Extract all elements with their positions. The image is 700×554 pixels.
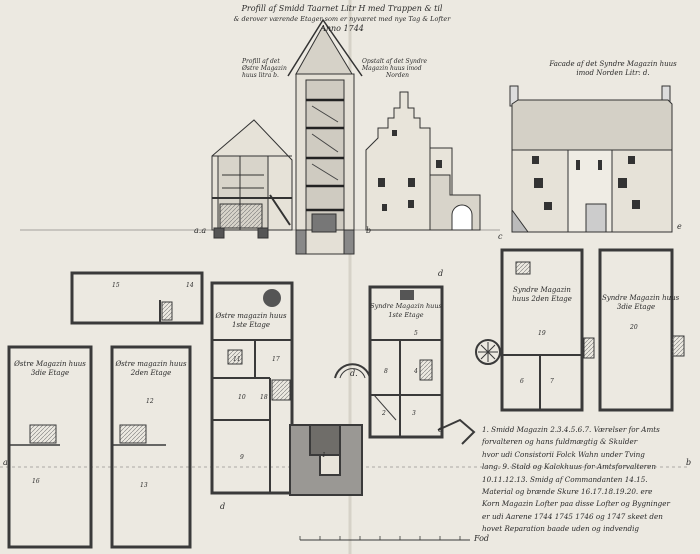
label-oster-3: Østre Magazin huus 3die Etage [14,360,86,378]
room-number: 14 [186,282,194,289]
label-profil-oster: Profill af det Østre Magazin huus litra … [242,58,287,79]
room-number: 12 [146,398,154,405]
room-number: 4 [414,368,418,375]
label-line: Syndre Magazin huus [370,302,442,310]
label-facade: Facade af det Syndre Magazin huus imod N… [538,60,688,78]
label-line: Østre Magazin [242,65,287,72]
room-number: 9 [240,454,244,461]
room-number: 6 [520,378,524,385]
label-line: 1ste Etage [232,321,270,329]
room-number: 2 [382,410,386,417]
room-number: 10 [238,394,246,401]
legend-line: hvor udi Consistorii Folck Wahn under Tv… [482,449,645,459]
label-opstalt-sondre: Opstalt af det Syndre Magazin huus imod … [362,58,427,79]
label-line: 3die Etage [616,303,656,311]
label-sondre-1: Syndre Magazin huus 1ste Etage [370,302,442,320]
letter-e: e [677,222,682,231]
room-number: 18 [260,394,268,401]
label-line: Magazin huus imod [362,65,422,72]
letter-d: d [438,269,444,278]
label-line: Profill af det [242,58,280,65]
title-block: Profill af Smidd Taarnet Litr H med Trap… [222,4,462,34]
tower-section [287,18,363,255]
legend-line: Material og brænde Skure 16.17.18.19.20.… [482,487,653,497]
room-number: 13 [140,482,148,489]
label-line: Syndre Magazin huus [602,294,680,302]
room-number: 1 [322,452,326,459]
scale-bar [299,536,470,541]
label-line: Østre magazin huus [115,360,187,368]
label-line: huus litra b. [242,72,279,79]
plan-oster-1 [210,281,294,495]
title-line-2: & derover værende Etager som er nyværet … [233,15,451,23]
letter-b-right: b [686,458,692,467]
room-number: 19 [538,330,546,337]
title-line-3: Anno 1744 [320,24,364,33]
letter-c1: c [498,232,503,241]
label-oster-2: Østre magazin huus 2den Etage [114,360,188,378]
plan-building-1 [289,424,363,496]
label-line: Opstalt af det Syndre [362,58,428,65]
room-number: 17 [272,356,280,363]
label-line: 2den Etage [130,369,172,377]
plan-oster-3 [7,345,93,549]
label-line: huus 2den Etage [512,295,572,303]
plan-sondre-3 [598,248,685,412]
plan-sondre-1 [368,285,444,439]
room-number: 15 [112,282,120,289]
legend-line: hovet Reparation baade uden og indvendig [482,524,640,534]
label-line: imod Norden Litr: d. [576,69,650,77]
legend-line: lang. 9. Stald og Kalckhuus for Amtsforv… [482,462,657,472]
plan-oster-2 [110,345,192,549]
legend-line: forvalteren og hans fuldmægtig & Skulder [482,437,638,447]
room-number: 16 [32,478,40,485]
room-number: 11 [233,356,241,363]
legend-line: 1. Smidd Magazin 2.3.4.5.6.7. Værelser f… [482,425,660,434]
label-line: 3die Etage [30,369,70,377]
letter-c2: c [438,425,443,434]
legend-line: er udi Aarene 1744 1745 1746 og 1747 ske… [482,511,663,521]
label-line: Facade af det Syndre Magazin huus [549,60,677,68]
room-number: 20 [630,324,638,331]
profile-oster-magazin [211,119,293,239]
scale-label: Fod [474,534,490,543]
label-sondre-3: Syndre Magazin huus 3die Etage [602,294,680,312]
legend-line: 10.11.12.13. Smidg af Commandanten 14.15… [482,474,648,484]
room-number: 3 [412,410,416,417]
letter-a-left: a.a [194,226,207,235]
plan-sondre-2 [475,248,595,412]
letter-d-mid: d. [350,369,358,378]
letter-a-right: a [3,458,8,467]
facade-sondre [509,85,673,233]
label-oster-1: Østre magazin huus 1ste Etage [214,312,288,330]
label-line: Østre magazin huus [215,312,287,320]
label-line: 1ste Etage [388,311,424,319]
label-line: Norden [386,72,409,79]
room-number: 5 [414,330,418,337]
elevation-sondre-gable [365,91,481,231]
label-line: Syndre Magazin [513,286,571,294]
label-line: Østre Magazin huus [14,360,86,368]
title-line-1: Profill af Smidd Taarnet Litr H med Trap… [241,4,443,13]
legend-line: Korn Magazin Lofter paa disse Lofter og … [482,499,670,509]
room-number: 8 [384,368,388,375]
letter-d-plan: d [220,502,226,511]
legend-text: 1. Smidd Magazin 2.3.4.5.6.7. Værelser f… [482,424,694,536]
plan-rooms-14-15 [70,271,204,325]
stair-passage [334,363,476,445]
letter-b-center: b [366,226,372,235]
label-sondre-2: Syndre Magazin huus 2den Etage [504,286,580,304]
room-number: 7 [550,378,554,385]
